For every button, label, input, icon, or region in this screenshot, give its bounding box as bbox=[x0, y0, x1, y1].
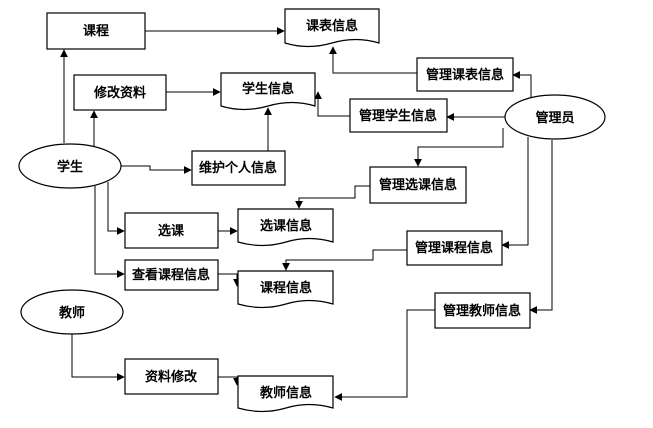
edge-manage-teacher-to-teacher-info bbox=[334, 309, 435, 401]
edges bbox=[60, 27, 553, 401]
store-selection-info: 选课信息 bbox=[237, 208, 334, 247]
store-label: 课表信息 bbox=[306, 18, 358, 34]
edge-admin-to-manage-timetable bbox=[512, 71, 532, 100]
store-label: 教师信息 bbox=[259, 385, 312, 401]
edge-student-to-maintain bbox=[121, 165, 192, 174]
edge-view-course-to-course-info bbox=[218, 273, 241, 287]
process-manage-selection-info: 管理选课信息 bbox=[369, 166, 467, 204]
actor-label: 教师 bbox=[58, 305, 85, 321]
process-label: 修改资料 bbox=[93, 85, 146, 101]
actor-label: 学生 bbox=[57, 159, 83, 175]
actor-admin: 管理员 bbox=[504, 94, 606, 140]
process-label: 管理选课信息 bbox=[379, 177, 457, 193]
actor-teacher: 教师 bbox=[20, 289, 124, 335]
store-teacher-info: 教师信息 bbox=[237, 375, 334, 413]
process-manage-timetable-info: 管理课表信息 bbox=[416, 57, 514, 92]
process-select-course: 选课 bbox=[124, 212, 219, 249]
process-manage-course-info: 管理课程信息 bbox=[406, 230, 503, 266]
edge-student-to-view-course bbox=[94, 186, 125, 278]
edge-admin-to-manage-teacher bbox=[529, 140, 553, 314]
actor-student: 学生 bbox=[18, 143, 122, 189]
edge-admin-to-manage-selection bbox=[414, 128, 504, 167]
edge-student-to-select-course bbox=[107, 182, 125, 235]
edge-manage-timetable-to-timetable bbox=[329, 46, 417, 74]
store-timetable-info: 课表信息 bbox=[284, 8, 380, 48]
process-label: 资料修改 bbox=[145, 369, 198, 385]
process-label: 管理课表信息 bbox=[426, 67, 504, 83]
store-label: 课程信息 bbox=[260, 280, 312, 296]
process-label: 管理课程信息 bbox=[415, 240, 493, 256]
store-label: 学生信息 bbox=[242, 81, 294, 97]
edge-manage-selection-to-selection-info bbox=[295, 185, 370, 209]
edge-teacher-to-profile-modify bbox=[71, 334, 125, 381]
process-modify-profile: 修改资料 bbox=[73, 74, 167, 111]
store-student-info: 学生信息 bbox=[220, 72, 316, 111]
process-maintain-personal-info: 维护个人信息 bbox=[191, 150, 286, 186]
store-label: 选课信息 bbox=[260, 218, 312, 234]
process-manage-student-info: 管理学生信息 bbox=[349, 98, 448, 133]
process-label: 课程 bbox=[83, 24, 109, 39]
process-view-course-info: 查看课程信息 bbox=[124, 259, 219, 291]
process-course: 课程 bbox=[46, 12, 146, 50]
store-course-info: 课程信息 bbox=[237, 270, 334, 309]
edge-manage-student-to-student-info bbox=[314, 91, 350, 117]
edge-profile-modify-to-teacher-info bbox=[218, 376, 241, 386]
process-profile-modify: 资料修改 bbox=[124, 358, 219, 395]
edge-admin-to-manage-course bbox=[501, 137, 529, 249]
process-label: 管理学生信息 bbox=[359, 108, 437, 124]
actor-label: 管理员 bbox=[535, 110, 574, 126]
process-manage-teacher-info: 管理教师信息 bbox=[434, 292, 531, 329]
process-label: 选课 bbox=[158, 223, 185, 239]
process-label: 管理教师信息 bbox=[443, 303, 521, 319]
process-label: 维护个人信息 bbox=[199, 160, 277, 176]
edge-manage-course-to-course-info bbox=[282, 249, 407, 271]
process-label: 查看课程信息 bbox=[131, 267, 210, 283]
